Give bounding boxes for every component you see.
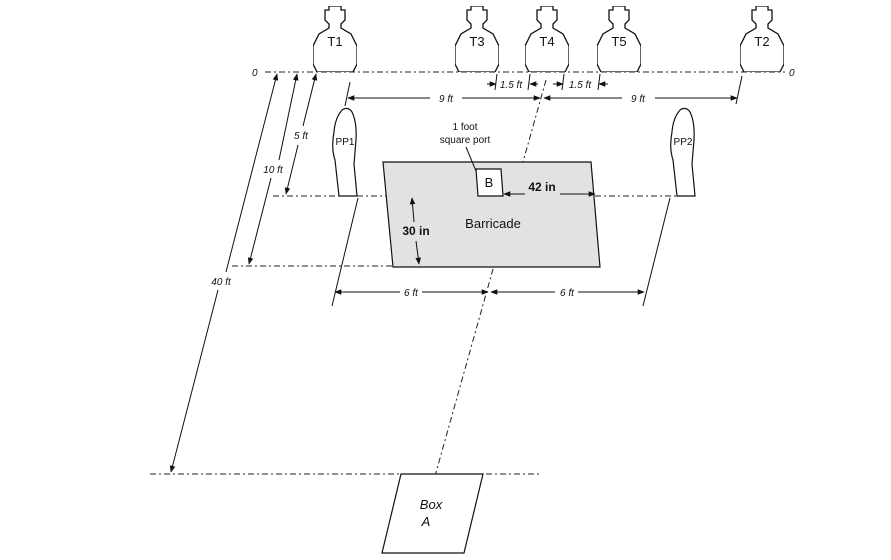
tick-t2-ext [735,75,743,105]
box-label-line1: Box [420,497,443,512]
popper-pp1: PP1 [332,107,358,197]
dim-40ft-arrow-a [225,73,279,273]
dim-6ft-right-label: 6 ft [560,288,575,299]
dim-30in-arrow-a [409,197,416,223]
target-t1: T1 [313,6,357,72]
tick-t4-right [561,73,565,91]
target-t4-label: T4 [539,34,554,49]
dim-10ft-arrow-b [247,177,272,265]
target-t2: T2 [740,6,784,72]
dim-10ft-arrow-a [278,73,299,161]
target-t5-label: T5 [611,34,626,49]
dim-30in-label: 30 in [402,224,429,238]
dim-5ft-arrow-a [302,73,318,127]
ext-pp1-down [331,197,359,307]
tick-t3 [494,73,498,91]
popper-silhouette-icon [670,107,696,197]
popper-pp1-label: PP1 [336,137,355,148]
barricade-label: Barricade [465,216,521,231]
port-letter: B [485,175,494,190]
port-label-line2: square port [440,135,491,146]
box-label-line2: A [421,514,431,529]
target-t5: T5 [597,6,641,72]
popper-pp2-label: PP2 [674,137,693,148]
dim-5ft-arrow-b [284,144,299,195]
tick-t5 [597,73,601,91]
ext-pp2-down [642,197,671,307]
port-square [475,168,504,197]
dim-30in-arrow-b [415,240,421,265]
tick-t4-left [527,73,531,91]
port-label-line1: 1 foot [452,122,477,133]
tick-t1-ext [344,81,351,107]
target-t1-label: T1 [327,34,342,49]
dim-42in-label: 42 in [528,180,555,194]
dim-40ft-label: 40 ft [211,277,232,288]
dim-9ft-right-label: 9 ft [631,94,646,105]
dim-t4-t5-label: 1.5 ft [569,80,592,91]
dim-t3-t4-label: 1.5 ft [500,80,523,91]
target-t3-label: T3 [469,34,484,49]
zero-label-right: 0 [789,68,795,79]
popper-pp2: PP2 [670,107,696,197]
popper-silhouette-icon [332,107,358,197]
center-line [434,79,547,477]
dim-6ft-left-label: 6 ft [404,288,419,299]
zero-label-left: 0 [252,68,258,79]
barricade [382,161,601,268]
dim-40ft-arrow-b [169,289,219,473]
target-t3: T3 [455,6,499,72]
target-t4: T4 [525,6,569,72]
dim-10ft-label: 10 ft [263,165,284,176]
port-leader [465,146,477,172]
dim-9ft-left-label: 9 ft [439,94,454,105]
shooting-box [381,473,484,554]
dim-5ft-label: 5 ft [294,131,309,142]
target-t2-label: T2 [754,34,769,49]
